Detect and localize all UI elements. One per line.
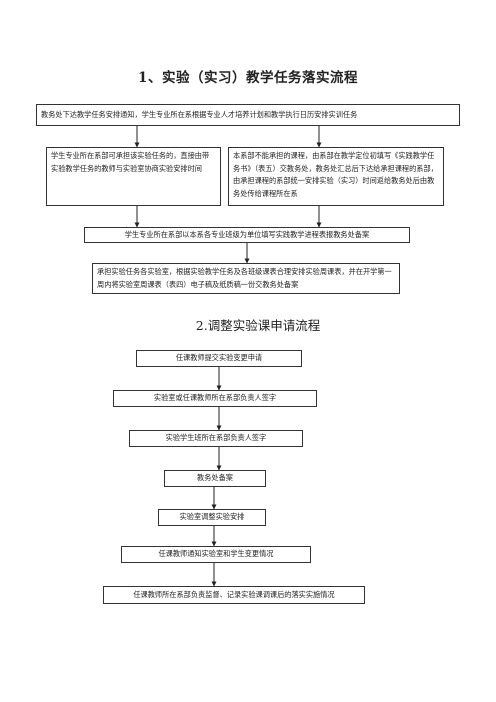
step-3-box: 实验学生班所在系部负责人签字 (129, 430, 303, 447)
step-5-text: 实验室调整实验安排 (179, 512, 245, 522)
step-6-text: 任课教师通知实验室和学生变更情况 (158, 549, 274, 559)
notice-text: 教务处下达教学任务安排通知，学生专业所在系根据专业人才培养计划和教学执行日历安排… (41, 109, 358, 119)
step-4-box: 教务处备案 (164, 470, 266, 487)
step-1-text: 任课教师提交实验变更申请 (175, 353, 263, 363)
lab-schedule-box: 承担实验任务各实验室，根据实验教学任务及各班级课表合理安排实验周课表，并在开学第… (92, 263, 400, 294)
step-7-box: 任课教师所在系部负责监督、记录实验课调课后的落实实施情况 (103, 586, 365, 604)
step-5-box: 实验室调整实验安排 (158, 509, 266, 526)
progress-report-text: 学生专业所在系部以本系各专业班级为单位填写实践教学进程表报教务处备案 (124, 229, 370, 239)
step-2-box: 实验室或任课教师所在系部负责人签字 (113, 390, 317, 407)
step-6-box: 任课教师通知实验室和学生变更情况 (121, 546, 311, 563)
notice-box: 教务处下达教学任务安排通知，学生专业所在系根据专业人才培养计划和教学执行日历安排… (36, 104, 460, 126)
lab-schedule-text: 承担实验任务各实验室，根据实验教学任务及各班级课表合理安排实验周课表，并在开学第… (97, 267, 392, 289)
step-3-text: 实验学生班所在系部负责人签字 (165, 433, 267, 443)
section2-title: 2.调整实验课申请流程 (195, 318, 321, 333)
step-4-text: 教务处备案 (197, 473, 233, 483)
department-can-handle-box: 学生专业所在系部可承担该实验任务的，直接由带实验教学任务的教师与实验室协商实验安… (46, 147, 221, 206)
step-2-text: 实验室或任课教师所在系部负责人签字 (153, 393, 277, 403)
section1-title: 1、实验（实习）教学任务落实流程 (138, 70, 358, 86)
department-cannot-handle-box: 本系部不能承担的课程，由系部在教学定位初填写《实践教学任务书》（表五）交教务处，… (228, 147, 444, 206)
step-1-box: 任课教师提交实验变更申请 (136, 350, 302, 367)
department-can-handle-text: 学生专业所在系部可承担该实验任务的，直接由带实验教学任务的教师与实验室协商实验安… (51, 151, 210, 173)
step-7-text: 任课教师所在系部负责监督、记录实验课调课后的落实实施情况 (133, 589, 335, 599)
progress-report-box: 学生专业所在系部以本系各专业班级为单位填写实践教学进程表报教务处备案 (84, 227, 410, 243)
department-cannot-handle-text: 本系部不能承担的课程，由系部在教学定位初填写《实践教学任务书》（表五）交教务处，… (233, 151, 438, 198)
